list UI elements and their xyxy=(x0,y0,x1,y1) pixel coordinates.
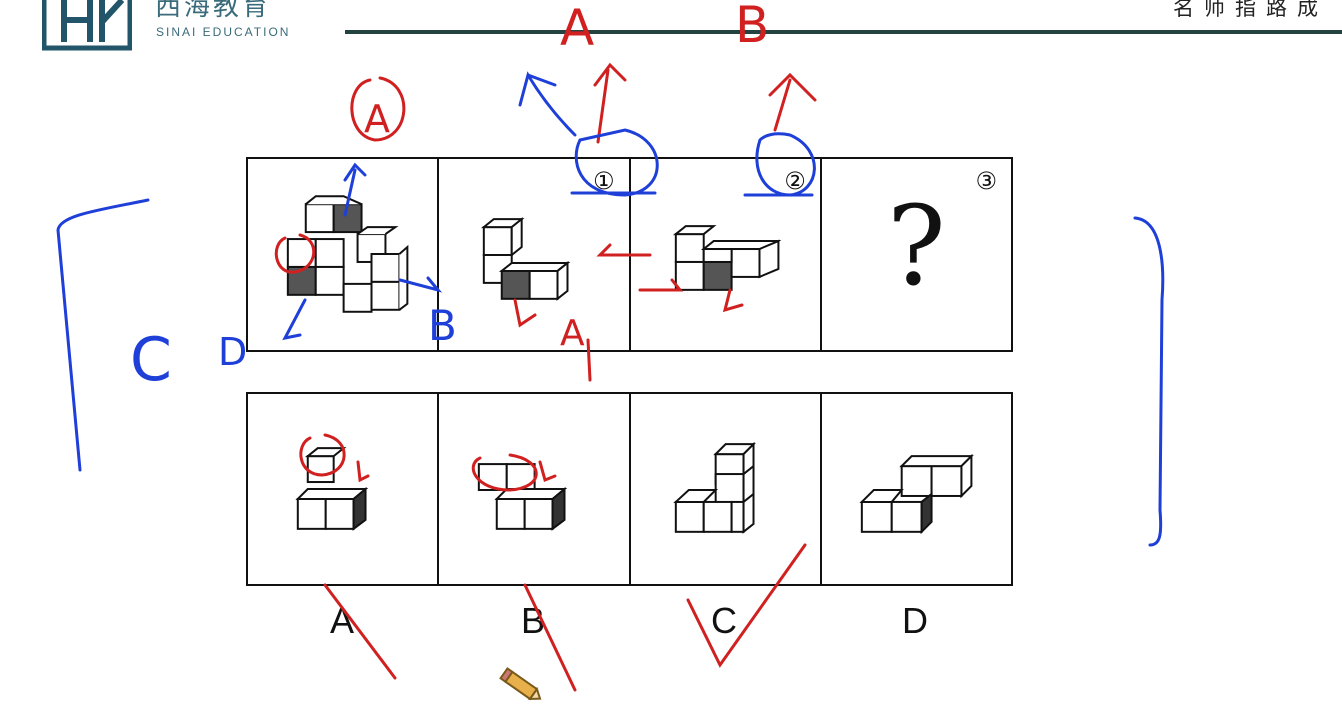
option-cell-b[interactable] xyxy=(439,394,631,584)
option-c-figure xyxy=(672,441,756,534)
handwritten-c: C xyxy=(130,325,172,395)
option-cell-c[interactable] xyxy=(631,394,822,584)
question-cell-1: ① xyxy=(439,159,631,350)
option-d-figure xyxy=(859,453,974,535)
slogan: 名师指路成 xyxy=(1173,0,1328,20)
option-label-d[interactable]: D xyxy=(902,600,928,641)
option-cell-a[interactable] xyxy=(248,394,440,584)
blue-stroke-arrow-upleft xyxy=(518,71,577,137)
blue-stroke-brace-right xyxy=(1133,216,1165,547)
handwritten-d: D xyxy=(218,330,247,374)
option-label-a[interactable]: A xyxy=(329,600,354,641)
brand-name-en: SINAI EDUCATION xyxy=(156,25,291,39)
options-row xyxy=(246,392,1013,586)
red-stroke-arrow-1 xyxy=(593,62,627,144)
option-label-b[interactable]: B xyxy=(520,600,545,641)
red-stroke-arrow-2 xyxy=(768,72,817,132)
question-row: ① ② ③ ? xyxy=(246,157,1013,352)
option-cell-d[interactable] xyxy=(822,394,1011,584)
question-mark: ? xyxy=(886,182,946,310)
option-a-figure xyxy=(295,447,369,531)
handwritten-b-2: B xyxy=(735,0,769,54)
option-label-c[interactable]: C xyxy=(711,600,737,641)
question-cell-source xyxy=(248,159,440,350)
cube-figure-1 xyxy=(481,217,571,301)
question-cell-2: ② xyxy=(631,159,822,350)
header-divider xyxy=(345,30,1342,34)
red-stroke-circle-a xyxy=(350,76,406,142)
question-cell-3: ③ ? xyxy=(822,159,1011,350)
figure-number-3: ③ xyxy=(975,167,997,195)
cube-figure-2 xyxy=(672,225,781,291)
option-b-figure xyxy=(478,463,568,531)
cube-stack-figure xyxy=(286,195,409,313)
brand-name-cn: 西海教育 xyxy=(155,0,272,22)
handwritten-a-1: A xyxy=(364,97,390,141)
pencil-icon[interactable] xyxy=(498,666,546,706)
blue-stroke-bracket-left xyxy=(56,198,150,472)
handwritten-a-2: A xyxy=(560,0,594,57)
sihai-logo-icon xyxy=(42,0,132,51)
